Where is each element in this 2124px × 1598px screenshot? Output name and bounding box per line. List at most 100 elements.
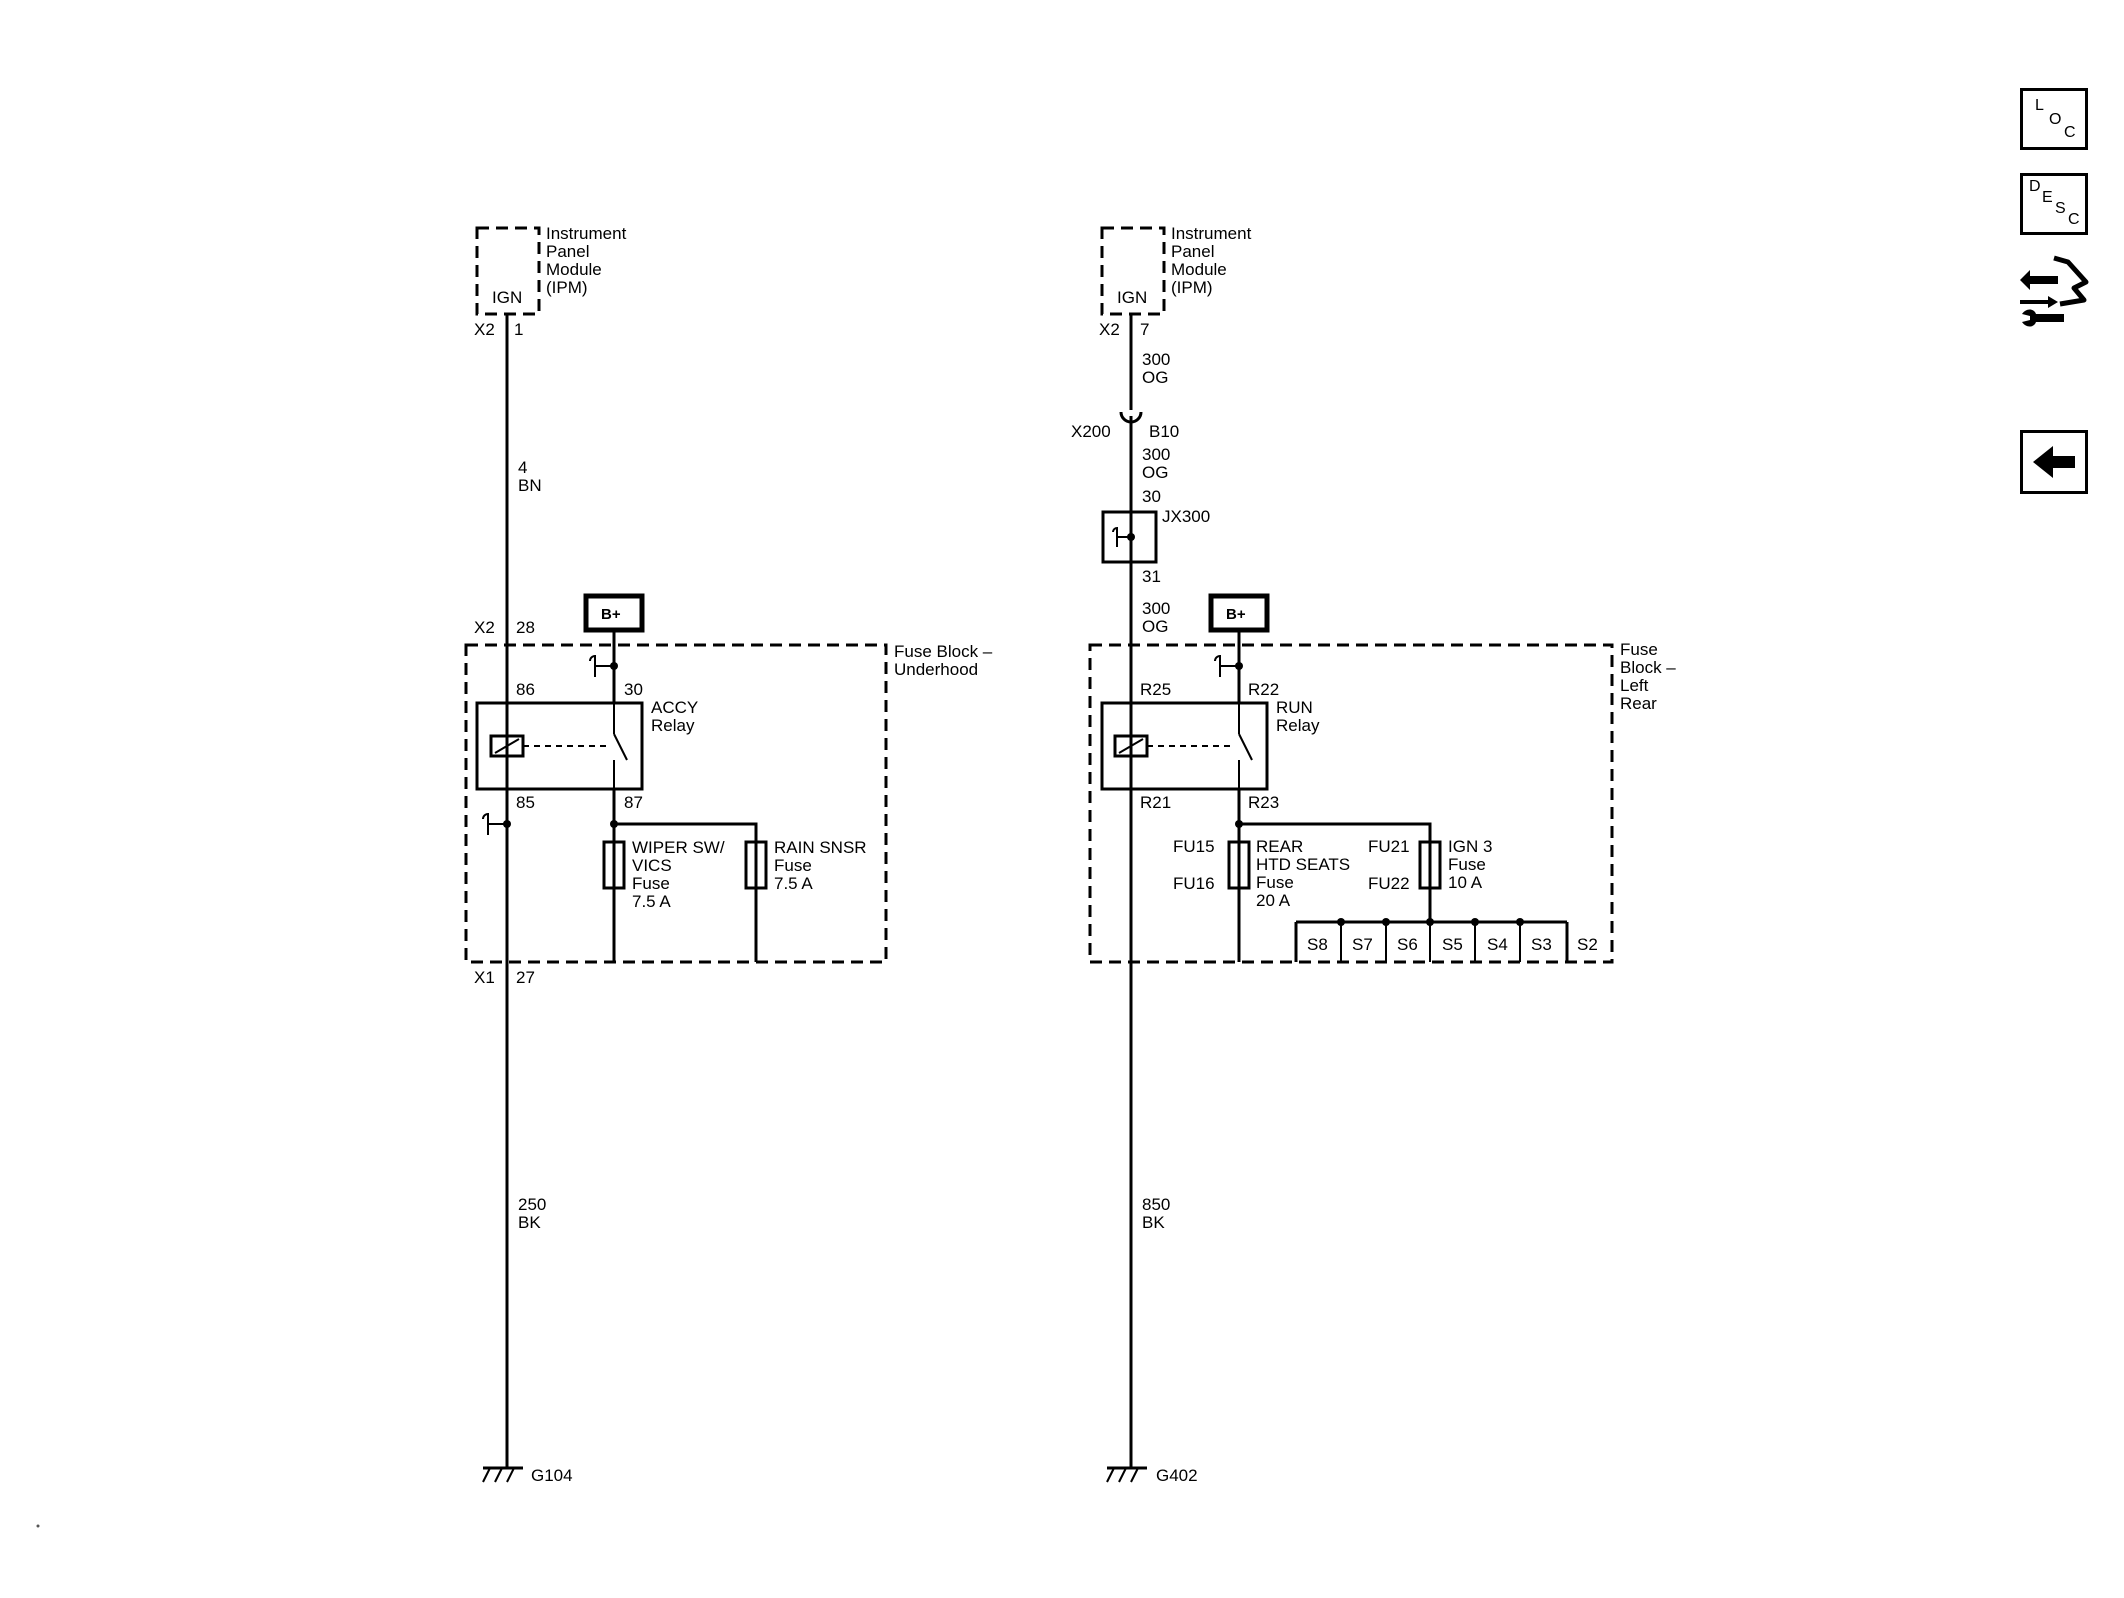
loc-letter-l: L (2035, 97, 2044, 114)
left-wire-top-num: 4 (518, 458, 527, 477)
right-ipm-name-3: Module (1171, 260, 1227, 279)
left-conn-top-term: 28 (516, 618, 535, 637)
left-ipm-name-2: Panel (546, 242, 589, 261)
right-wire-c-num: 300 (1142, 599, 1170, 618)
loc-button[interactable]: L O C (2020, 88, 2088, 150)
left-fuse1-label-3: Fuse (632, 874, 670, 893)
left-accy-relay (475, 701, 644, 791)
right-relay-switch-arm (1238, 733, 1253, 761)
right-fuse1-label-3: Fuse (1256, 873, 1294, 892)
right-run-relay (1100, 701, 1269, 791)
right-relay-name-2: Relay (1276, 716, 1320, 735)
right-wire-a-num: 300 (1142, 350, 1170, 369)
left-relay-86: 86 (516, 680, 535, 699)
right-ground-label: G402 (1156, 1466, 1198, 1485)
right-fuse-tap-symbol (1214, 654, 1239, 677)
splice-node-4 (1471, 918, 1479, 926)
left-relay-85: 85 (516, 793, 535, 812)
splice-s6: S6 (1397, 935, 1418, 954)
back-button[interactable] (2020, 430, 2088, 494)
left-fuse2-label-1: RAIN SNSR (774, 838, 867, 857)
desc-letter-c: C (2068, 211, 2080, 228)
left-fuse2-wire (614, 822, 758, 962)
right-fuse1-label-4: 20 A (1256, 891, 1291, 910)
left-circuit: IGN Instrument Panel Module (IPM) X2 1 4… (464, 224, 993, 1485)
left-relay-switch-arm (613, 733, 628, 761)
right-wire-bot-num: 850 (1142, 1195, 1170, 1214)
left-ipm-conn: X2 (474, 320, 495, 339)
right-jx-out: 31 (1142, 567, 1161, 586)
right-ipm-box (1100, 226, 1166, 316)
left-relay-87: 87 (624, 793, 643, 812)
right-relay-name-1: RUN (1276, 698, 1313, 717)
right-relay-r23: R23 (1248, 793, 1279, 812)
desc-letter-e: E (2042, 189, 2053, 206)
desc-button[interactable]: D E S C (2020, 173, 2088, 235)
right-fuse1-top: FU15 (1173, 837, 1215, 856)
right-block-name-2: Block – (1620, 658, 1676, 677)
right-ipm-name-4: (IPM) (1171, 278, 1213, 297)
left-fuse2-label-2: Fuse (774, 856, 812, 875)
splice-s4: S4 (1487, 935, 1508, 954)
right-block-name-1: Fuse (1620, 640, 1658, 659)
right-fuse2-label-2: Fuse (1448, 855, 1486, 874)
desc-letter-d: D (2029, 178, 2041, 195)
left-wire-bot-color: BK (518, 1213, 541, 1232)
left-relay-name-2: Relay (651, 716, 695, 735)
right-relay-r22: R22 (1248, 680, 1279, 699)
left-coil-node (503, 820, 511, 828)
loc-letter-o: O (2049, 111, 2062, 128)
left-fuse1-label-2: VICS (632, 856, 672, 875)
left-block-name-2: Underhood (894, 660, 978, 679)
splice-node-2 (1382, 918, 1390, 926)
right-ipm-term: 7 (1140, 320, 1149, 339)
right-wire-c-color: OG (1142, 617, 1168, 636)
right-relay-r25: R25 (1140, 680, 1171, 699)
left-conn-bot: X1 (474, 968, 495, 987)
splice-s5: S5 (1442, 935, 1463, 954)
splice-s7: S7 (1352, 935, 1373, 954)
splice-node-1 (1337, 918, 1345, 926)
right-relay-r21: R21 (1140, 793, 1171, 812)
left-conn-top: X2 (474, 618, 495, 637)
right-wire-b-num: 300 (1142, 445, 1170, 464)
right-block-name-4: Rear (1620, 694, 1657, 713)
right-circuit: IGN Instrument Panel Module (IPM) X2 7 3… (1071, 224, 1676, 1485)
right-fuse1-bot: FU16 (1173, 874, 1215, 893)
left-wire-bot-num: 250 (518, 1195, 546, 1214)
left-bplus-label: B+ (601, 606, 621, 623)
left-relay-coil-slash (494, 738, 520, 754)
right-wire-bot-color: BK (1142, 1213, 1165, 1232)
right-fuse2-label-3: 10 A (1448, 873, 1483, 892)
splice-s8: S8 (1307, 935, 1328, 954)
desc-letter-s: S (2055, 200, 2066, 217)
right-ipm-name-2: Panel (1171, 242, 1214, 261)
right-inline-conn: X200 (1071, 422, 1111, 441)
right-fuse2-bot: FU22 (1368, 874, 1410, 893)
right-ipm-name-1: Instrument (1171, 224, 1252, 243)
right-jx-in: 30 (1142, 487, 1161, 506)
back-arrow-icon (2033, 446, 2075, 478)
right-fuse1-label-2: HTD SEATS (1256, 855, 1350, 874)
left-ipm-name-4: (IPM) (546, 278, 588, 297)
left-ipm-term: 1 (514, 320, 523, 339)
right-ipm-pin: IGN (1117, 288, 1147, 307)
right-ground-icon (1106, 1466, 1147, 1483)
right-wire-b-color: OG (1142, 463, 1168, 482)
connector-tool-button[interactable] (2018, 252, 2094, 334)
connector-wrench-icon (2020, 255, 2089, 327)
right-ipm-conn: X2 (1099, 320, 1120, 339)
left-ground-icon (482, 1466, 523, 1483)
splice-node-5 (1516, 918, 1524, 926)
splice-node-3 (1426, 918, 1434, 926)
left-conn-bot-term: 27 (516, 968, 535, 987)
left-fuse1-label-4: 7.5 A (632, 892, 671, 911)
left-block-name-1: Fuse Block – (894, 642, 993, 661)
left-ipm-name-1: Instrument (546, 224, 627, 243)
left-fuse2-label-3: 7.5 A (774, 874, 813, 893)
right-inline-term: B10 (1149, 422, 1179, 441)
loc-letter-c: C (2064, 124, 2076, 141)
right-wire-a-color: OG (1142, 368, 1168, 387)
